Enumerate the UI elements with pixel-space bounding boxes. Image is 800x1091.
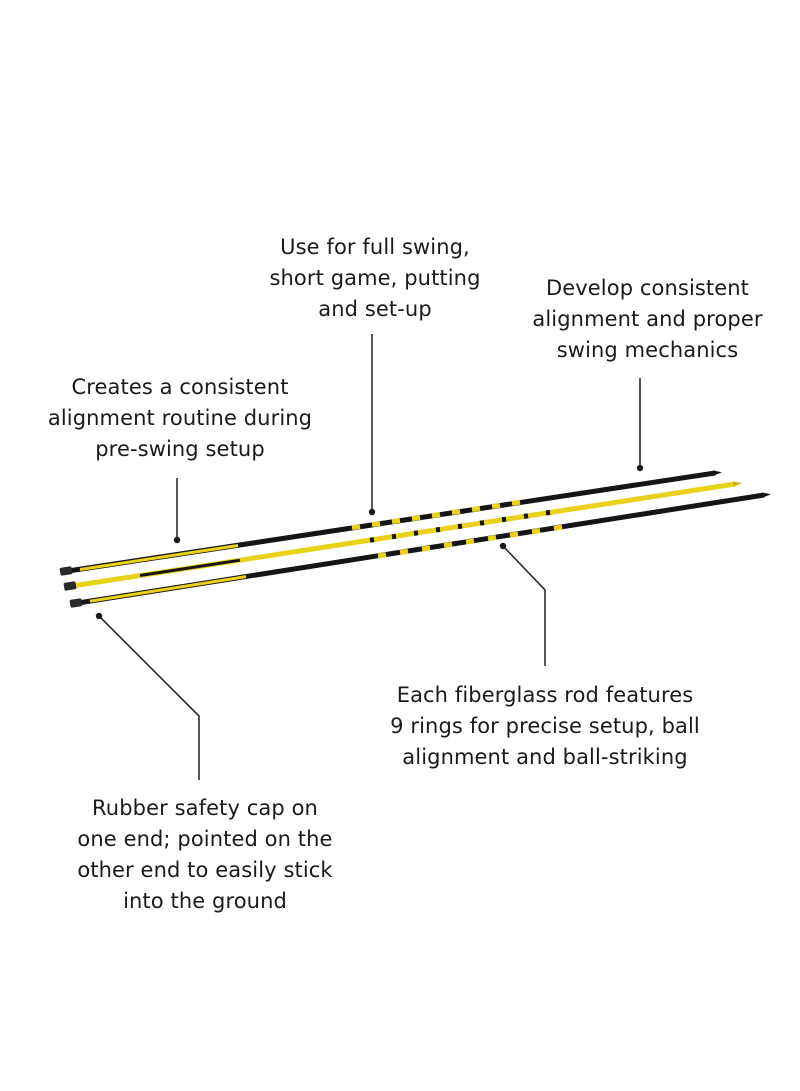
alignment-rings (369, 509, 551, 543)
leader-line-rubber (98, 615, 200, 780)
leader-dot-fiberglass (499, 542, 507, 550)
callout-alignment-routine: Creates a consistent alignment routine d… (47, 375, 313, 461)
alignment-rod-middle (63, 481, 742, 591)
leader-lines (98, 334, 641, 780)
callout-develop-alignment: Develop consistent alignment and proper … (532, 276, 763, 362)
pointed-tip (713, 470, 722, 476)
leader-dot-develop (636, 464, 644, 472)
leader-dot-rubber (95, 612, 103, 620)
pointed-tip (733, 481, 742, 487)
callout-fiberglass-rings: Each fiberglass rod features 9 rings for… (390, 683, 700, 769)
leader-dot-full-swing (368, 508, 376, 516)
rubber-cap (69, 598, 83, 608)
alignment-rod-top (59, 470, 722, 576)
leader-line-fiberglass (502, 545, 546, 666)
alignment-rings (377, 524, 563, 559)
leader-dot-creates (173, 536, 181, 544)
alignment-rod-bottom (69, 492, 771, 608)
callout-rubber-cap: Rubber safety cap on one end; pointed on… (77, 796, 333, 913)
rubber-cap (63, 581, 77, 591)
pointed-tip (762, 492, 771, 498)
alignment-rings (351, 499, 521, 531)
rubber-cap (59, 566, 73, 576)
callout-full-swing: Use for full swing, short game, putting … (269, 235, 481, 321)
